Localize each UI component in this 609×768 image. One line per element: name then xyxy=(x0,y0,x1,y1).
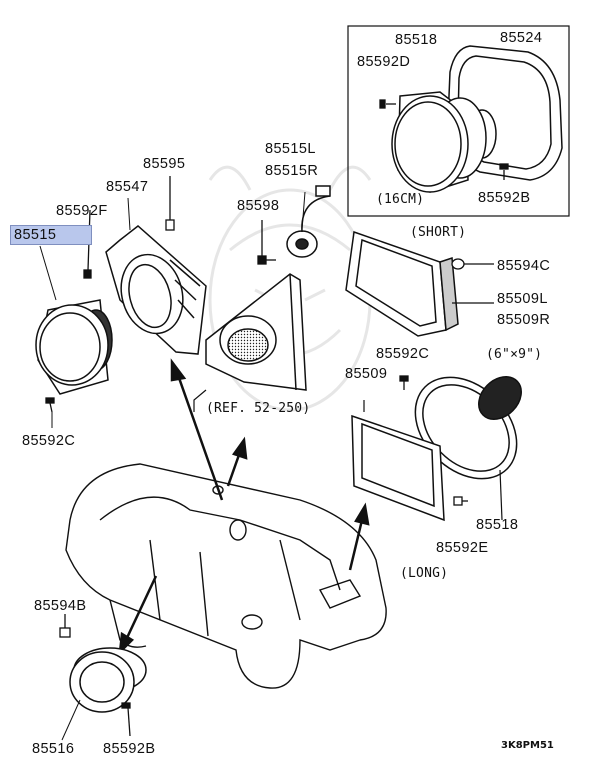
screw-icon xyxy=(257,220,276,265)
reference-bracket xyxy=(193,389,365,412)
label-16cm: (16CM) xyxy=(376,192,425,207)
label-85515-selected[interactable]: 85515 xyxy=(10,225,92,245)
label-85592B-bottom: 85592B xyxy=(103,741,156,757)
bracket-85547 xyxy=(105,225,207,355)
label-85515R: 85515R xyxy=(265,163,319,179)
label-85547: 85547 xyxy=(106,179,149,195)
label-85518-top: 85518 xyxy=(395,32,438,48)
screw-icon xyxy=(379,99,509,180)
label-85509R: 85509R xyxy=(497,312,551,328)
label-85592D: 85592D xyxy=(357,54,411,70)
label-85594B: 85594B xyxy=(34,598,87,614)
short-group-box xyxy=(347,25,570,217)
label-85592C-mid: 85592C xyxy=(376,346,430,362)
clip-85594B xyxy=(59,614,71,638)
label-reference: (REF. 52-250) xyxy=(206,401,311,416)
label-6x9: (6"×9") xyxy=(486,347,543,362)
label-short: (SHORT) xyxy=(410,225,467,240)
figure-code: 3K8PM51 xyxy=(501,740,554,751)
label-85595: 85595 xyxy=(143,156,186,172)
label-85598: 85598 xyxy=(237,198,280,214)
label-long: (LONG) xyxy=(400,566,449,581)
label-85592B-top: 85592B xyxy=(478,190,531,206)
label-85524: 85524 xyxy=(500,30,543,46)
label-85592C-left: 85592C xyxy=(22,433,76,449)
label-85516: 85516 xyxy=(32,741,75,757)
screw-icon xyxy=(121,702,131,737)
screw-icon xyxy=(165,176,175,231)
label-85509L: 85509L xyxy=(497,291,548,307)
speaker-85516 xyxy=(69,647,147,713)
label-85594C: 85594C xyxy=(497,258,551,274)
vehicle-body xyxy=(65,463,387,689)
label-85592F: 85592F xyxy=(56,203,108,219)
enclosure-85509 xyxy=(345,230,459,337)
speaker-85515 xyxy=(35,299,113,395)
gasket-85509-long xyxy=(351,414,445,522)
label-85518-bottom: 85518 xyxy=(476,517,519,533)
speaker-85518-top xyxy=(391,91,497,193)
gasket-85524 xyxy=(447,45,563,181)
label-85515L: 85515L xyxy=(265,141,316,157)
screw-icon xyxy=(399,375,468,506)
label-85509: 85509 xyxy=(345,366,388,382)
label-85592E: 85592E xyxy=(436,540,489,556)
arrow-icon xyxy=(118,358,370,656)
clip-85594C xyxy=(451,258,494,270)
tweeter-85515L-R xyxy=(205,185,331,391)
